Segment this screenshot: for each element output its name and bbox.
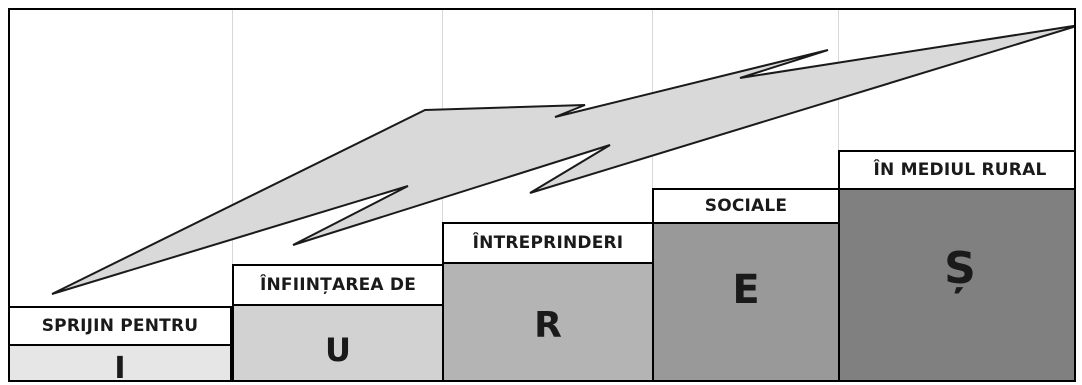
- step-3-label: ÎNTREPRINDERI: [442, 222, 654, 264]
- step-5-label: ÎN MEDIUL RURAL: [838, 150, 1074, 190]
- step-1-label: SPRIJIN PENTRU: [10, 306, 232, 346]
- lightning-arrow-icon: [51, 24, 1074, 295]
- step-5-letter: Ș: [944, 242, 976, 294]
- lightning-arrow-shape: [51, 24, 1074, 295]
- step-1-letter: I: [114, 350, 126, 382]
- step-1-block: I: [10, 344, 232, 382]
- step-3-block: R: [442, 262, 654, 380]
- step-2-label: ÎNFIINȚAREA DE: [232, 264, 444, 306]
- step-5-block: Ș: [838, 188, 1074, 380]
- column-divider: [232, 10, 233, 380]
- step-2-letter: U: [325, 331, 351, 369]
- step-2-block: U: [232, 304, 444, 380]
- step-4-label: SOCIALE: [652, 188, 840, 224]
- step-4-block: E: [652, 222, 840, 380]
- step-3-letter: R: [534, 304, 562, 346]
- staircase-diagram: SPRIJIN PENTRU I ÎNFIINȚAREA DE U ÎNTREP…: [8, 8, 1076, 382]
- step-4-letter: E: [732, 267, 760, 313]
